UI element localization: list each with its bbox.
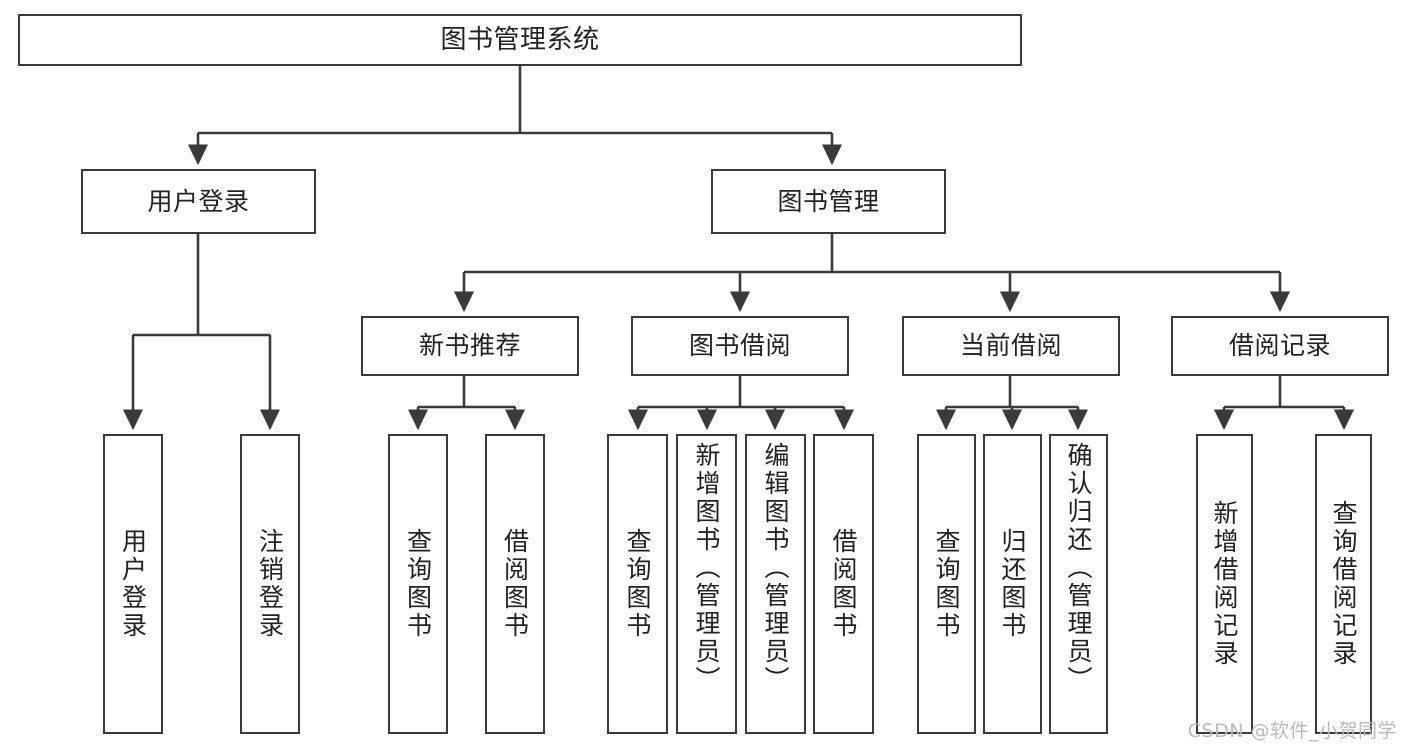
leaf-query-book-borrow[interactable]: 查询图书 bbox=[607, 434, 668, 734]
leaf-confirm-return-admin[interactable]: 确认归还（管理员） bbox=[1049, 434, 1108, 734]
node-label: 查询图书 bbox=[403, 528, 433, 640]
node-book-management[interactable]: 图书管理 bbox=[711, 169, 946, 234]
node-label: 图书管理 bbox=[777, 186, 880, 216]
node-label: 当前借阅 bbox=[959, 331, 1062, 361]
node-label: 编辑图书（管理员） bbox=[761, 442, 790, 694]
node-borrow-record[interactable]: 借阅记录 bbox=[1171, 316, 1389, 376]
node-label: 新增借阅记录 bbox=[1210, 500, 1239, 668]
node-root-book-management-system[interactable]: 图书管理系统 bbox=[18, 14, 1022, 66]
leaf-user-login[interactable]: 用户登录 bbox=[103, 434, 163, 734]
node-label: 用户登录 bbox=[147, 186, 250, 216]
node-user-login[interactable]: 用户登录 bbox=[81, 169, 316, 234]
node-current-borrow[interactable]: 当前借阅 bbox=[902, 316, 1120, 376]
node-label: 查询图书 bbox=[623, 528, 652, 640]
node-label: 借阅记录 bbox=[1228, 331, 1331, 361]
leaf-return-book[interactable]: 归还图书 bbox=[983, 434, 1042, 734]
node-label: 新增图书（管理员） bbox=[692, 442, 721, 694]
leaf-query-book-current[interactable]: 查询图书 bbox=[917, 434, 976, 734]
node-new-book-recommend[interactable]: 新书推荐 bbox=[361, 316, 579, 376]
node-label: 图书借阅 bbox=[688, 331, 791, 361]
node-label: 确认归还（管理员） bbox=[1064, 442, 1093, 694]
node-book-borrow[interactable]: 图书借阅 bbox=[631, 316, 849, 376]
node-label: 查询图书 bbox=[932, 528, 961, 640]
leaf-edit-book-admin[interactable]: 编辑图书（管理员） bbox=[745, 434, 806, 734]
leaf-borrow-book-borrow[interactable]: 借阅图书 bbox=[813, 434, 874, 734]
node-label: 用户登录 bbox=[118, 528, 148, 640]
node-label: 借阅图书 bbox=[500, 528, 530, 640]
csdn-watermark: CSDN @软件_小贺同学 bbox=[1187, 720, 1397, 742]
node-label: 借阅图书 bbox=[829, 528, 858, 640]
leaf-borrow-book-new-recommend[interactable]: 借阅图书 bbox=[485, 434, 545, 734]
leaf-query-book-new-recommend[interactable]: 查询图书 bbox=[388, 434, 448, 734]
node-label: 注销登录 bbox=[255, 528, 285, 640]
node-label: 图书管理系统 bbox=[440, 24, 600, 55]
node-label: 归还图书 bbox=[998, 528, 1027, 640]
node-label: 查询借阅记录 bbox=[1329, 500, 1358, 668]
leaf-logout-login[interactable]: 注销登录 bbox=[240, 434, 300, 734]
leaf-add-borrow-record[interactable]: 新增借阅记录 bbox=[1196, 434, 1253, 734]
leaf-query-borrow-record[interactable]: 查询借阅记录 bbox=[1315, 434, 1372, 734]
node-label: 新书推荐 bbox=[418, 331, 521, 361]
leaf-add-book-admin[interactable]: 新增图书（管理员） bbox=[676, 434, 737, 734]
